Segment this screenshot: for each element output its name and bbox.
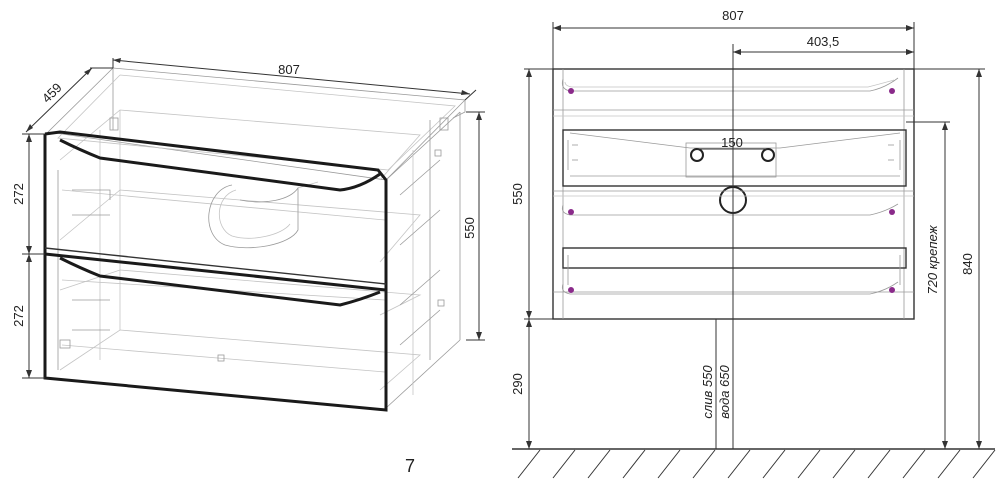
total-height-label: 840 xyxy=(960,253,975,275)
dim-mount-height: 720 крепеж xyxy=(906,121,950,449)
front-view: 150 xyxy=(510,8,996,479)
half-width-label: 403,5 xyxy=(807,34,840,49)
dim-half-width: 403,5 xyxy=(733,34,914,55)
drain-height-label: слив 550 xyxy=(700,365,715,419)
tap-hole-right xyxy=(761,148,775,162)
dim-total-height: 840 xyxy=(914,68,985,449)
mount-points xyxy=(568,88,895,293)
drawer-fronts xyxy=(43,130,388,412)
drawer-bottom-height: 272 xyxy=(11,305,26,327)
hole-spacing-label: 150 xyxy=(721,135,743,150)
side-markers xyxy=(567,140,901,285)
dim-drawer-heights: 272 272 xyxy=(11,133,45,379)
mount-height-label: 720 крепеж xyxy=(925,224,940,294)
dim-depth-459: 459 xyxy=(22,67,113,135)
floor-hatch xyxy=(512,448,996,479)
depth-label: 459 xyxy=(39,80,65,106)
tap-hole-left xyxy=(690,148,704,162)
body-height-left: 550 xyxy=(462,217,477,239)
cabinet-ghost-lines xyxy=(47,67,466,409)
front-width-label: 807 xyxy=(722,8,744,23)
dim-width-807: 807 xyxy=(112,58,477,101)
dim-width-807-front: 807 xyxy=(552,8,915,69)
front-body-height: 550 xyxy=(510,183,525,205)
isometric-view: 807 459 272 272 xyxy=(11,58,485,476)
drawer-top-height: 272 xyxy=(11,183,26,205)
dim-floor-gap: 290 xyxy=(510,319,532,449)
dim-body-height-left: 550 xyxy=(462,111,485,341)
dim-body-height-front: 550 xyxy=(510,68,553,320)
page-mark: 7 xyxy=(405,456,415,476)
water-height-label: вода 650 xyxy=(717,365,732,419)
floor-gap-label: 290 xyxy=(510,373,525,395)
width-label: 807 xyxy=(278,62,300,77)
